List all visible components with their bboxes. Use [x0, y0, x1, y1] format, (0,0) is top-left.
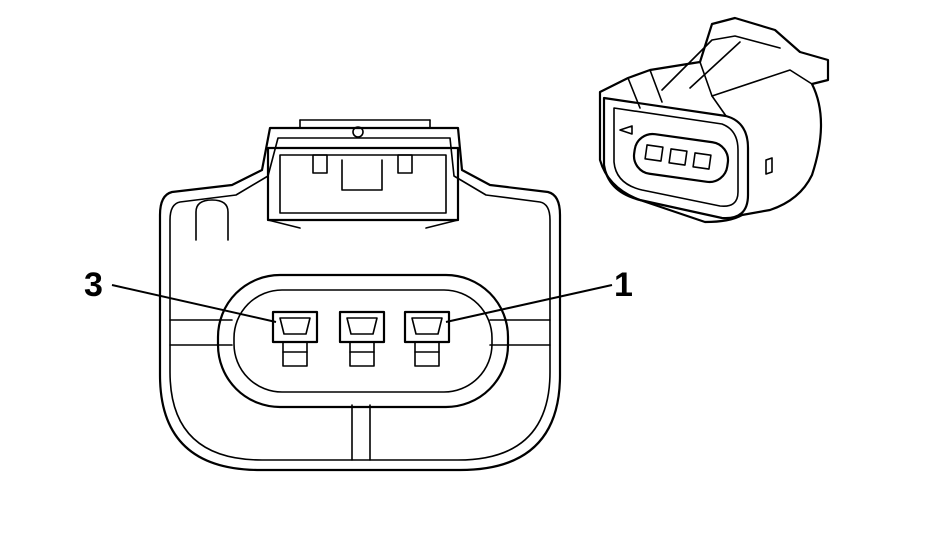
- latch-tab-right: [397, 154, 413, 174]
- iso-terminal-1: [692, 152, 712, 170]
- connector-isometric-view: [598, 16, 830, 224]
- latch-center-notch: [341, 159, 383, 191]
- terminal-2: [338, 310, 386, 367]
- latch-block: [266, 146, 460, 222]
- latch-foot-left: [267, 219, 301, 229]
- terminal-cavity-inner: [233, 289, 493, 393]
- connector-outer-shell: [158, 126, 562, 472]
- iso-terminal-3: [644, 144, 664, 162]
- iso-front-face: [602, 96, 750, 220]
- iso-body-outline: [598, 16, 830, 224]
- latch-dimple: [352, 126, 364, 138]
- latch-block-inner: [279, 154, 447, 214]
- leader-line-pin-3: [111, 284, 277, 323]
- connector-inner-shell: [169, 137, 551, 461]
- connector-face-view: 3 1: [84, 119, 633, 472]
- iso-front-face-inner: [613, 107, 739, 208]
- latch-foot-right: [425, 219, 459, 229]
- iso-terminal-cavity: [632, 132, 730, 184]
- iso-latch-ribs: [661, 35, 781, 91]
- pin-label-3: 3: [84, 266, 103, 304]
- terminal-1: [403, 310, 451, 367]
- iso-top-edge: [711, 69, 813, 97]
- iso-side-notch: [619, 125, 633, 135]
- latch-tab-left: [312, 154, 328, 174]
- pin-label-1: 1: [614, 266, 633, 304]
- leader-line-pin-1: [445, 284, 613, 323]
- terminal-3: [271, 310, 319, 367]
- iso-terminal-2: [668, 148, 688, 166]
- terminal-cavity-outer: [216, 273, 510, 409]
- iso-right-slot: [765, 157, 773, 175]
- guide-slot-left: [195, 199, 229, 241]
